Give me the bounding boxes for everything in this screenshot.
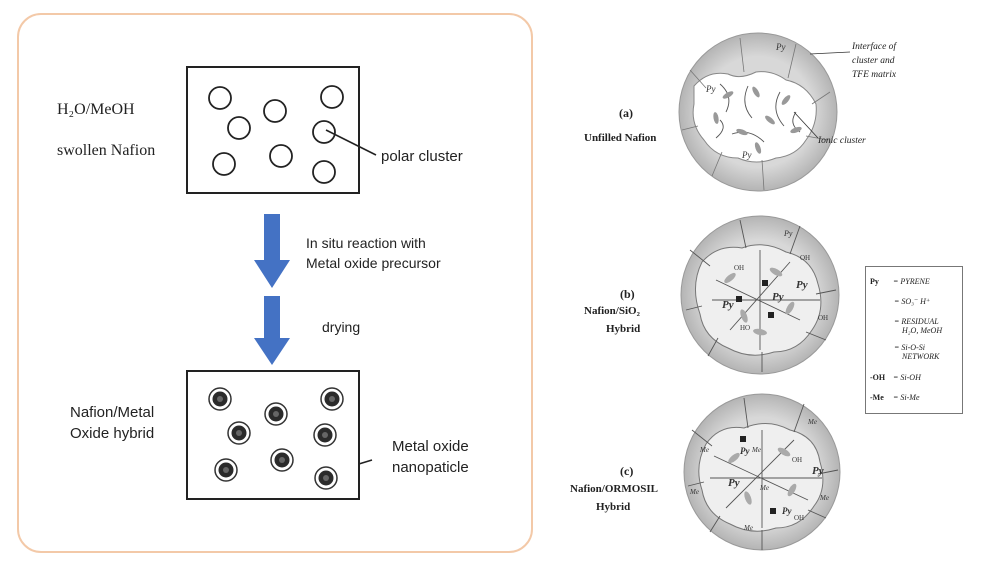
legend: Py = PYRENE = SO₃⁻ H⁺ = RESIDUAL H₂O, Me… (865, 266, 963, 414)
swollen-label-1: H₂O/MeOH (57, 101, 135, 118)
hybrid-label-1: Nafion/Metal (70, 404, 155, 421)
legend-py-value: = PYRENE (893, 277, 930, 286)
polar-cluster-circle (320, 85, 344, 109)
ionic-pointer (793, 111, 819, 139)
py-label: Py (741, 150, 752, 160)
svg-text:Py: Py (772, 291, 784, 303)
label-b-name-1: Nafion/SiO₂ (584, 305, 640, 317)
svg-text:Me: Me (807, 418, 817, 426)
py-label: Py (775, 42, 786, 52)
label-a-tag: (a) (619, 106, 633, 120)
ionic-cluster-label: Ionic cluster (818, 136, 866, 146)
reaction-arrow (254, 214, 290, 288)
interface-label-3: TFE matrix (852, 70, 897, 80)
polar-cluster-circle (269, 144, 293, 168)
polar-cluster-label: polar cluster (381, 148, 463, 165)
sio2-hybrid-schematic: Py Py Py Py OH OH HO OH (680, 215, 840, 375)
legend-row-sulfonate: = SO₃⁻ H⁺ (894, 297, 960, 306)
hybrid-label-2: Oxide hybrid (70, 425, 155, 442)
interface-label-1: Interface of (852, 42, 897, 52)
svg-text:Py: Py (783, 229, 793, 238)
svg-text:OH: OH (734, 264, 744, 272)
legend-row-network: = Si-O-Si NETWORK (894, 343, 960, 361)
svg-text:Me: Me (699, 446, 709, 454)
nanoparticle-circle (214, 458, 238, 482)
legend-py-key: Py (870, 277, 879, 286)
nanoparticle-circle (320, 387, 344, 411)
svg-text:OH: OH (792, 456, 802, 464)
legend-residual-value-1: = RESIDUAL (894, 317, 939, 326)
label-c-tag: (c) (620, 464, 634, 478)
legend-me-key: -Me (870, 393, 884, 402)
legend-row-hydroxyl: -OH = Si-OH (870, 373, 960, 382)
svg-text:OH: OH (818, 314, 828, 322)
polar-cluster-pointer (325, 129, 377, 156)
svg-text:Py: Py (728, 477, 740, 489)
polar-cluster-circle (312, 120, 336, 144)
step1-label-2: Metal oxide precursor (306, 255, 441, 271)
legend-me-value: = Si-Me (893, 393, 920, 402)
polar-cluster-circle (212, 152, 236, 176)
svg-text:Me: Me (743, 524, 753, 532)
nanoparticle-circle (264, 402, 288, 426)
legend-oh-value: = Si-OH (893, 373, 921, 382)
svg-text:Py: Py (796, 279, 808, 291)
legend-network-value-1: = Si-O-Si (894, 343, 925, 352)
polar-cluster-circle (312, 160, 336, 184)
svg-text:Py: Py (740, 446, 750, 456)
svg-text:Py: Py (812, 465, 824, 477)
nanoparticle-circle (227, 421, 251, 445)
interface-pointer (809, 51, 851, 55)
process-panel (17, 13, 533, 553)
label-c-name-2: Hybrid (596, 501, 631, 513)
svg-text:Me: Me (819, 494, 829, 502)
label-a-name: Unfilled Nafion (584, 132, 657, 144)
legend-row-pyrene: Py = PYRENE (870, 277, 960, 286)
svg-text:OH: OH (800, 254, 810, 262)
nanoparticle-label-1: Metal oxide (392, 438, 469, 455)
hybrid-box (186, 370, 360, 500)
nanoparticle-circle (314, 466, 338, 490)
label-b-tag: (b) (620, 287, 635, 301)
py-label: Py (705, 84, 716, 94)
step2-label: drying (322, 319, 361, 335)
svg-text:HO: HO (740, 324, 750, 332)
nanoparticle-circle (208, 387, 232, 411)
polar-clusters (208, 85, 344, 184)
nanoparticle-label-2: nanopaticle (392, 459, 469, 476)
polar-cluster-circle (208, 86, 232, 110)
legend-oh-key: -OH (870, 373, 886, 382)
polar-cluster-circle (263, 99, 287, 123)
nanoparticle-circle (313, 423, 337, 447)
label-c-name-1: Nafion/ORMOSIL (570, 483, 659, 495)
legend-so3-value: = SO₃⁻ H⁺ (894, 297, 931, 306)
step1-label-1: In situ reaction with (306, 235, 426, 251)
nanoparticles (208, 387, 344, 490)
swollen-label-2: swollen Nafion (57, 142, 156, 159)
interface-label-2: cluster and (852, 56, 895, 66)
legend-row-methyl: -Me = Si-Me (870, 393, 960, 402)
svg-text:Me: Me (759, 484, 769, 492)
drying-arrow (254, 296, 290, 365)
legend-network-value-2: NETWORK (902, 352, 940, 361)
legend-row-residual: = RESIDUAL H₂O, MeOH (894, 317, 960, 335)
nanoparticle-circle (270, 448, 294, 472)
svg-text:OH: OH (794, 514, 804, 522)
svg-text:Py: Py (722, 299, 734, 311)
svg-text:Me: Me (751, 446, 761, 454)
swollen-nafion-box (186, 66, 360, 194)
unfilled-nafion-schematic: Py Py Py (678, 32, 851, 192)
label-b-name-2: Hybrid (606, 323, 641, 335)
svg-text:Py: Py (782, 506, 792, 516)
svg-text:Me: Me (689, 488, 699, 496)
ormosil-hybrid-schematic: Py Py Py Py Me Me Me Me Me Me Me OH OH (683, 393, 841, 551)
legend-residual-value-2: H₂O, MeOH (902, 326, 943, 335)
polar-cluster-circle (227, 116, 251, 140)
